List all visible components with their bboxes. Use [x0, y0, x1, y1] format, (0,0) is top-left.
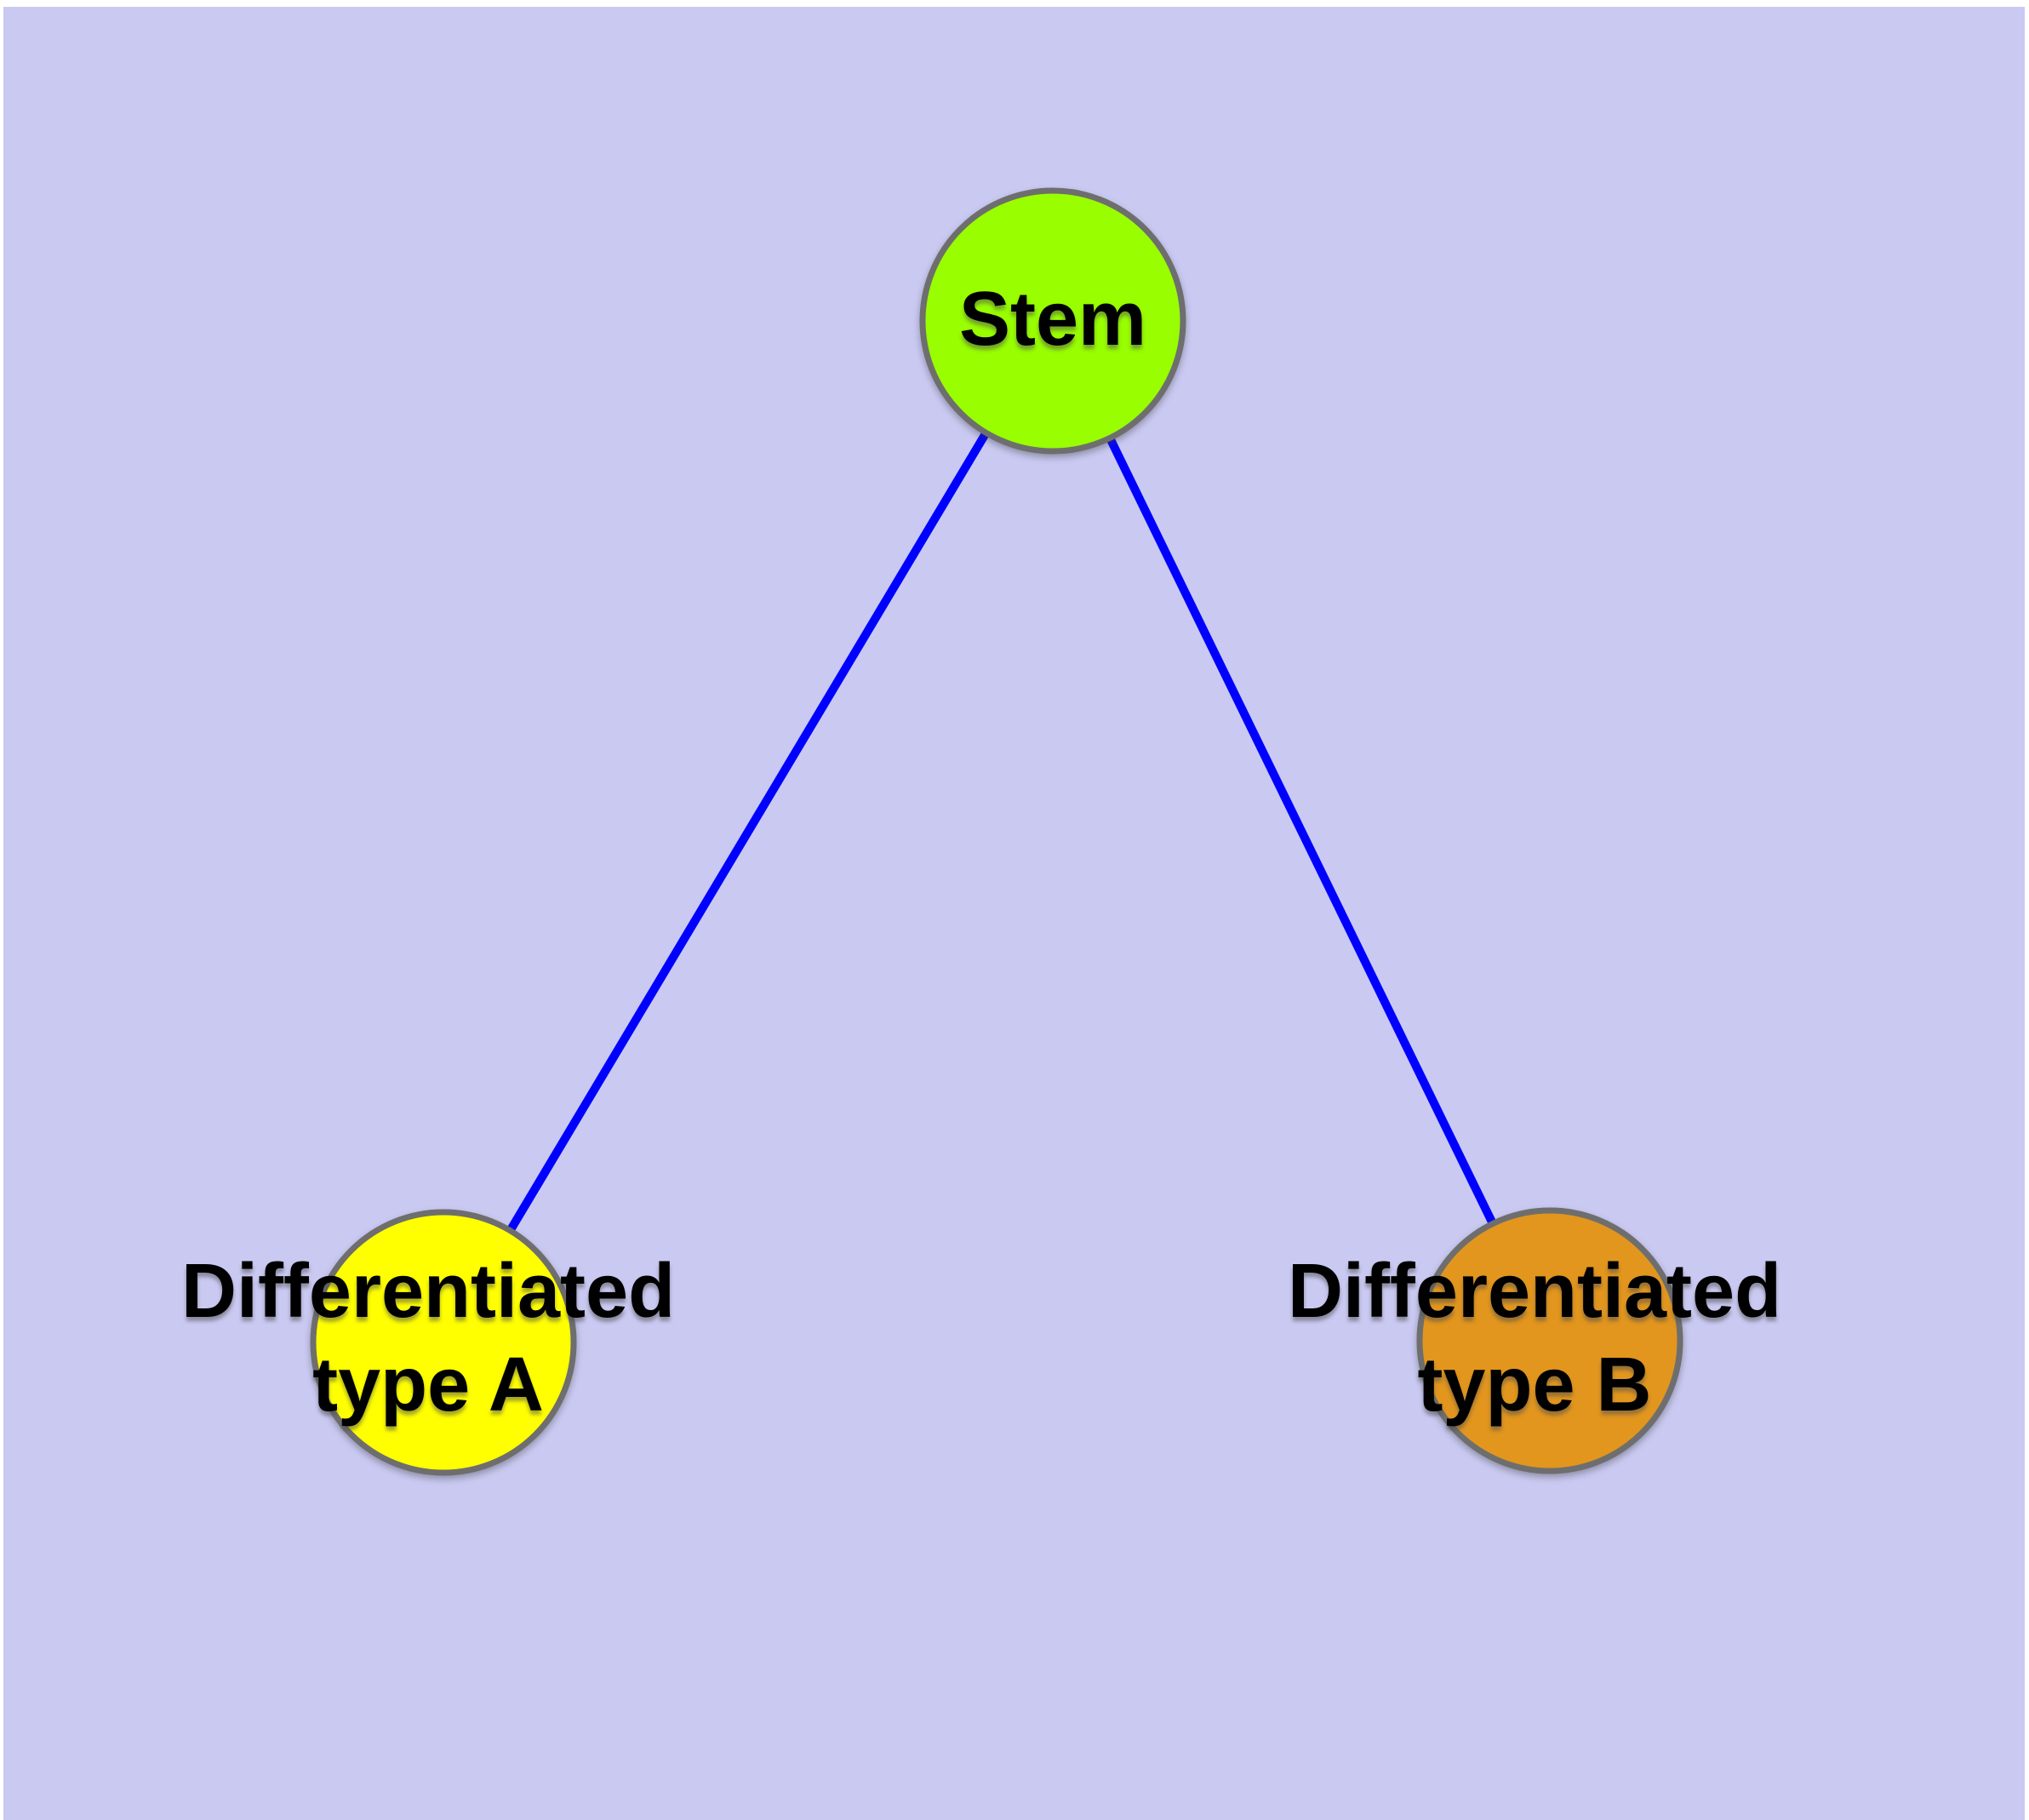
node-differentiated-type-b [1416, 1207, 1683, 1474]
edge-group [439, 318, 1554, 1345]
node-differentiated-type-a [310, 1209, 577, 1476]
node-label-type-a-line1: Differentiated [180, 1249, 676, 1334]
node-stem [919, 187, 1186, 455]
edge-stem-to-type-a [439, 318, 1057, 1345]
node-label-differentiated-type-a: Differentiated type A [181, 1245, 675, 1432]
edge-stem-to-type-b [1049, 318, 1554, 1343]
node-label-type-b-line1: Differentiated [1287, 1249, 1782, 1334]
node-label-differentiated-type-b: Differentiated type B [1288, 1245, 1781, 1432]
node-group [310, 187, 1683, 1476]
node-label-stem: Stem [959, 272, 1146, 366]
node-label-stem-text: Stem [958, 277, 1147, 362]
node-label-type-b-line2: type B [1417, 1342, 1652, 1428]
node-label-type-a-line2: type A [312, 1342, 544, 1428]
